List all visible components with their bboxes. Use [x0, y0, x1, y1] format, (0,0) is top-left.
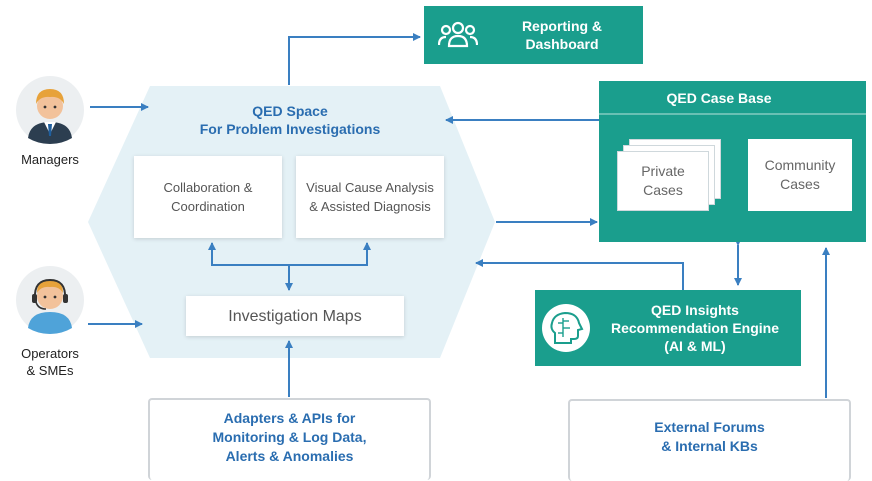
case-base-divider: [599, 113, 866, 115]
reporting-dashboard-box: Reporting & Dashboard: [424, 6, 643, 64]
operators-label: Operators & SMEs: [4, 344, 96, 380]
adapters-label: Adapters & APIs for Monitoring & Log Dat…: [150, 406, 429, 468]
collaboration-box: Collaboration & Coordination: [134, 156, 282, 238]
adapters-line-2: Monitoring & Log Data,: [212, 428, 367, 445]
case-base-title: QED Case Base: [666, 90, 772, 106]
collaboration-line-2: Coordination: [171, 199, 245, 214]
arrow-maps-to-visual: [289, 242, 371, 266]
insights-label: QED Insights Recommendation Engine (AI &…: [595, 296, 795, 360]
qed-space-title: QED Space For Problem Investigations: [170, 100, 410, 140]
adapters-line-1: Adapters & APIs for: [223, 409, 356, 426]
operators-line-1: Operators: [21, 346, 79, 361]
case-base-box: QED Case Base Private Cases Community Ca…: [599, 81, 866, 242]
reporting-line-2: Dashboard: [525, 36, 599, 52]
private-cases-line-2: Cases: [643, 182, 683, 198]
operators-avatar: [16, 266, 84, 334]
reporting-dashboard-label: Reporting & Dashboard: [492, 14, 632, 56]
forums-line-1: External Forums: [654, 419, 765, 435]
brain-head-icon: [542, 304, 590, 352]
insights-line-1: QED Insights: [651, 302, 739, 318]
people-icon: [438, 21, 478, 48]
reporting-line-1: Reporting &: [521, 18, 603, 34]
private-cases-line-1: Private: [641, 163, 685, 179]
qed-space-line-2: For Problem Investigations: [199, 121, 381, 137]
operators-line-2: & SMEs: [26, 363, 74, 378]
operator-icon: [16, 266, 84, 334]
visual-cause-line-2: & Assisted Diagnosis: [309, 199, 431, 214]
collaboration-line-1: Collaboration &: [163, 180, 253, 195]
insights-line-3: (AI & ML): [664, 338, 726, 354]
adapters-box: [148, 398, 431, 480]
community-cases-line-2: Cases: [780, 176, 820, 192]
forums-label: External Forums & Internal KBs: [570, 416, 849, 458]
managers-avatar: [16, 76, 84, 144]
manager-icon: [16, 76, 84, 144]
qed-space-line-1: QED Space: [252, 103, 328, 119]
qed-space-hexagon: [88, 86, 495, 358]
community-cases-line-1: Community: [764, 157, 836, 173]
forums-box: [568, 399, 851, 481]
arrow-insights-to-space: [475, 259, 684, 290]
arrow-space-to-reporting: [288, 33, 421, 85]
adapters-line-3: Alerts & Anomalies: [225, 447, 354, 464]
private-cases-card: Private Cases: [617, 151, 709, 211]
community-cases-card: Community Cases: [748, 139, 852, 211]
managers-label: Managers: [21, 151, 79, 167]
visual-cause-line-1: Visual Cause Analysis: [306, 180, 434, 195]
investigation-maps-box: Investigation Maps: [186, 296, 404, 336]
visual-cause-box: Visual Cause Analysis & Assisted Diagnos…: [296, 156, 444, 238]
insights-box: QED Insights Recommendation Engine (AI &…: [535, 290, 801, 366]
forums-line-2: & Internal KBs: [661, 438, 758, 454]
investigation-maps-label: Investigation Maps: [228, 307, 362, 325]
insights-line-2: Recommendation Engine: [610, 320, 780, 336]
